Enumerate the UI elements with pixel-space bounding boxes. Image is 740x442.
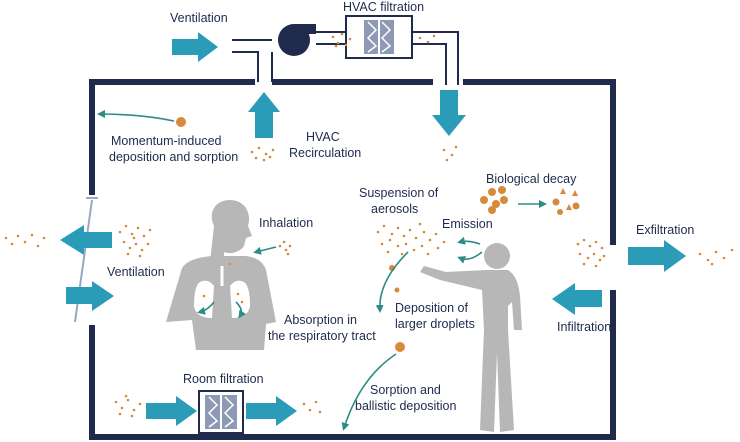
label-ventilation-top: Ventilation: [170, 11, 228, 25]
standing-person: [420, 243, 522, 432]
label-ventilation-left: Ventilation: [107, 265, 165, 279]
flow-arrows: [60, 32, 686, 426]
hvac-supply-arrow: [432, 90, 466, 136]
seated-person: [166, 200, 276, 350]
room-filter-in-arrow: [146, 396, 197, 426]
label-emission: Emission: [442, 217, 493, 231]
label-absorption-2: the respiratory tract: [268, 329, 376, 343]
label-biological-decay: Biological decay: [486, 172, 577, 186]
inhalation-arrow: [253, 246, 277, 255]
hvac-duct: [232, 31, 459, 85]
label-sorption-1: Sorption and: [370, 383, 441, 397]
ventilation-out-arrow: [60, 225, 112, 255]
emission-arrow-2: [457, 251, 483, 264]
ventilation-in-lower-arrow: [66, 281, 114, 311]
lung-arrow-2: [235, 301, 247, 319]
room-filter-icon: [198, 390, 244, 434]
label-exfiltration: Exfiltration: [636, 223, 694, 237]
hvac-filter-icon: [345, 15, 413, 59]
label-suspension-1: Suspension of: [359, 186, 439, 200]
label-sorption-2: ballistic deposition: [355, 399, 456, 413]
lung-arrow-1: [197, 301, 215, 315]
label-momentum-1: Momentum-induced: [111, 134, 222, 148]
exfiltration-arrow: [628, 240, 686, 272]
transport-curves: [97, 110, 547, 431]
label-hvac-recirc-1: HVAC: [306, 130, 340, 144]
room-walls: [89, 79, 616, 440]
deposition-droplet-arrow: [375, 251, 409, 313]
label-inhalation: Inhalation: [259, 216, 313, 230]
label-hvac-recirc-2: Recirculation: [289, 146, 361, 160]
label-hvac-filtration: HVAC filtration: [343, 0, 424, 14]
label-room-filtration: Room filtration: [183, 372, 264, 386]
label-deposition-1: Deposition of: [395, 301, 468, 315]
ventilation-in-arrow: [172, 32, 218, 62]
emission-arrow-1: [457, 236, 481, 245]
hvac-recirculation-arrow: [248, 92, 280, 138]
fan-icon: [278, 24, 316, 56]
room-filter-out-arrow: [246, 396, 297, 426]
labels: Ventilation HVAC filtration Momentum-ind…: [107, 0, 694, 413]
infiltration-arrow: [552, 283, 602, 315]
particles: [4, 32, 734, 418]
label-suspension-2: aerosols: [371, 202, 418, 216]
momentum-arrow: [97, 110, 175, 122]
ballistic-arrow: [341, 353, 397, 431]
label-absorption-1: Absorption in: [284, 313, 357, 327]
label-momentum-2: deposition and sorption: [109, 150, 238, 164]
label-infiltration: Infiltration: [557, 320, 611, 334]
label-deposition-2: larger droplets: [395, 317, 475, 331]
